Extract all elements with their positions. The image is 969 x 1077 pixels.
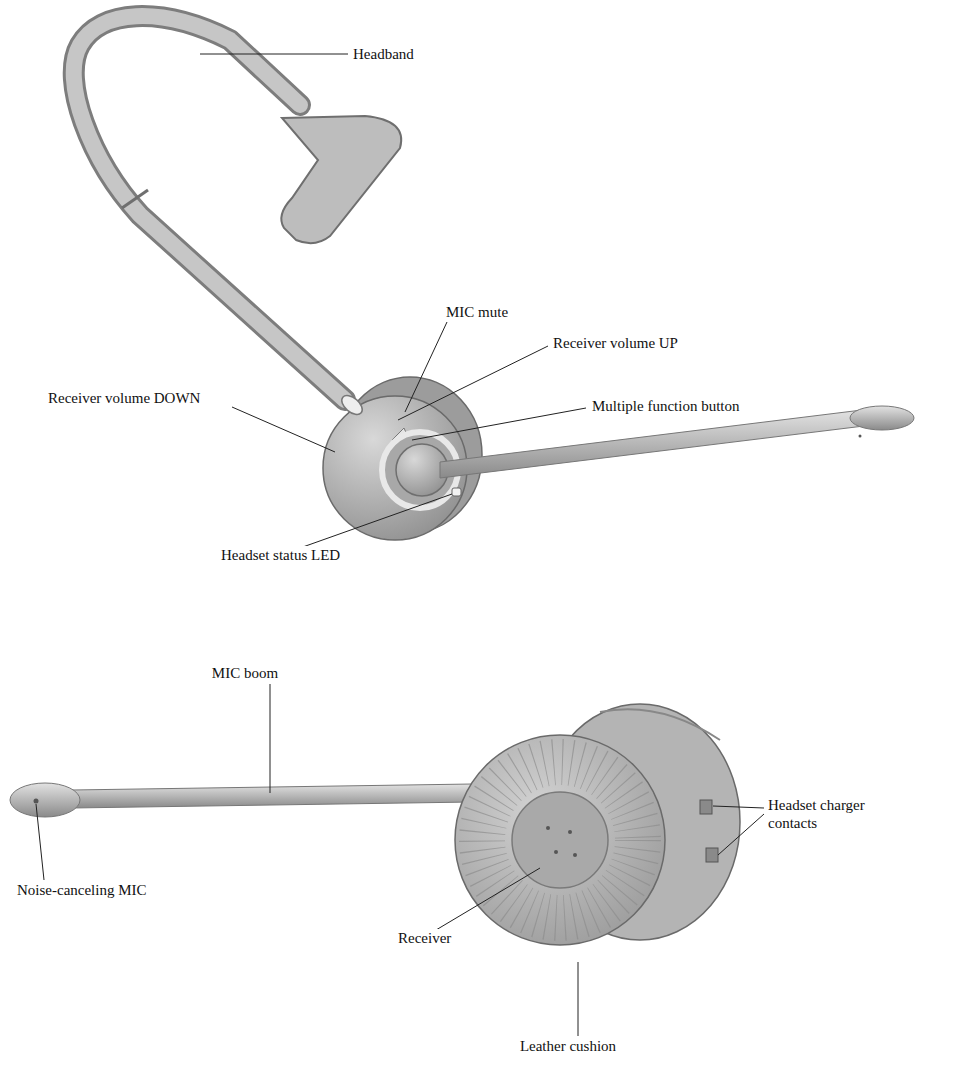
part-label: Noise-canceling MIC bbox=[15, 881, 149, 899]
part-label: Leather cushion bbox=[518, 1037, 618, 1055]
button-label: Multiple function button bbox=[590, 397, 742, 415]
part-label: MIC boom bbox=[210, 664, 280, 682]
earcup-back-view bbox=[10, 704, 740, 945]
button-label: MIC mute bbox=[444, 303, 510, 321]
part-label: Receiver bbox=[396, 929, 453, 947]
button-label: Receiver volume DOWN bbox=[46, 389, 202, 407]
headband-drawing bbox=[74, 16, 402, 400]
earcup-front-view bbox=[323, 377, 914, 540]
part-label: Headset charger contacts bbox=[766, 796, 898, 832]
part-label: Headband bbox=[351, 45, 416, 63]
indicator-label: Headset status LED bbox=[219, 546, 342, 564]
button-label: Receiver volume UP bbox=[551, 334, 680, 352]
